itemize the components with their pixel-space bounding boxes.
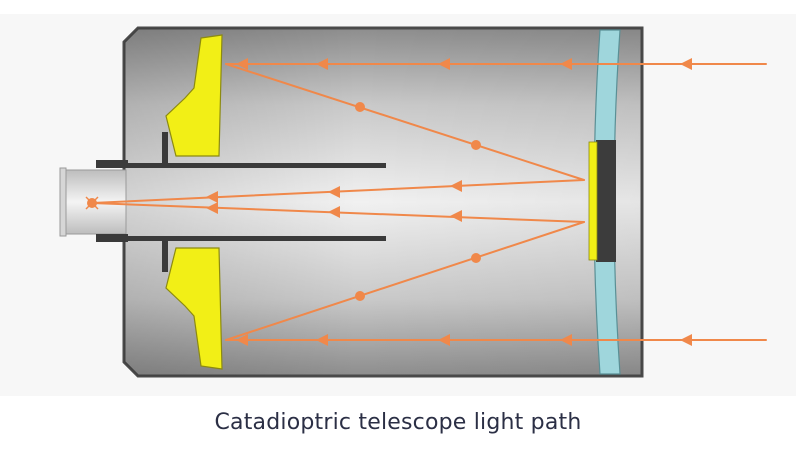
focal-point: [85, 196, 99, 210]
telescope-tube: [122, 26, 644, 378]
secondary-mirror: [588, 140, 616, 262]
diagram-caption: Catadioptric telescope light path: [214, 410, 582, 435]
baffle-tube: [124, 132, 386, 272]
primary-mirror: [165, 34, 223, 370]
telescope-diagram: [59, 26, 767, 378]
ray-direction-markers: [206, 58, 692, 346]
